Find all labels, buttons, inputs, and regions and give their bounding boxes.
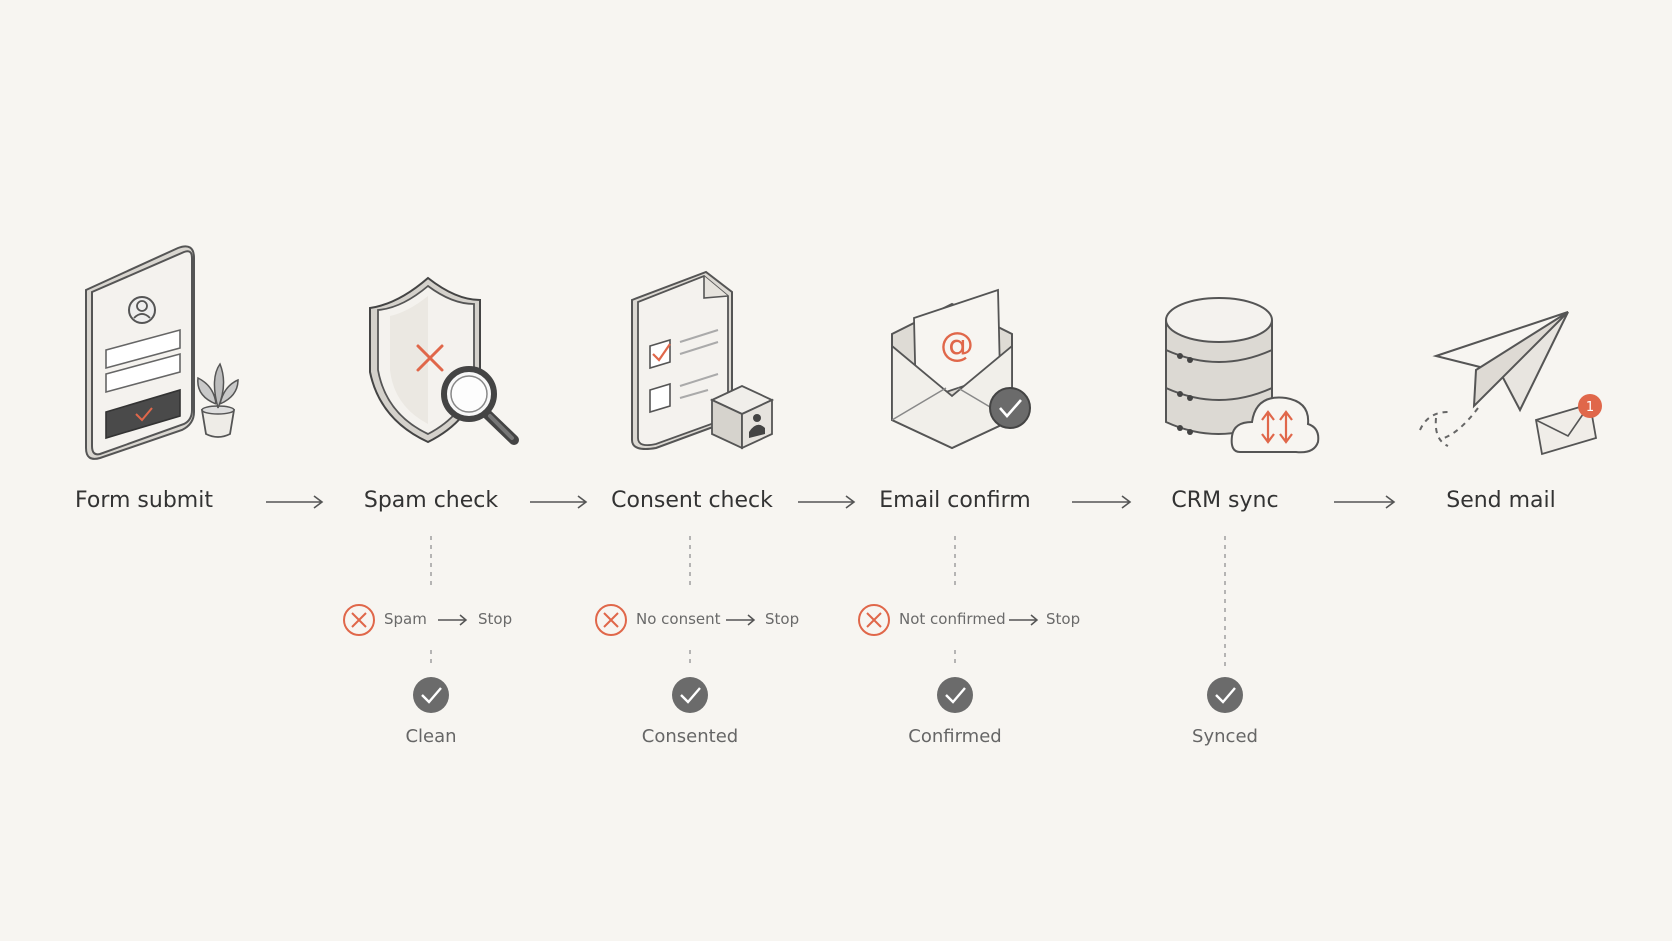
spam-branch: [343, 604, 468, 636]
svg-text:@: @: [940, 325, 974, 365]
stop-label-spam: Stop: [478, 610, 513, 628]
step-label-consent-check: Consent check: [611, 488, 773, 513]
envelope-at-icon: @: [891, 288, 1031, 450]
flow-arrows: [266, 495, 1396, 509]
stop-arrow: [1009, 614, 1039, 626]
fail-label-consent: No consent: [636, 610, 721, 628]
check-circle-icon: [413, 677, 449, 713]
step-label-email-confirm: Email confirm: [879, 488, 1031, 513]
step-label-spam-check: Spam check: [363, 488, 499, 513]
check-circle-icon: [937, 677, 973, 713]
branch-connectors: [430, 536, 1226, 666]
step-label-send-mail: Send mail: [1446, 488, 1556, 513]
shield-magnifier-icon: [369, 276, 519, 445]
stop-arrow: [438, 614, 468, 626]
paper-plane-icon: 1: [1419, 311, 1602, 456]
ok-label-synced: Synced: [1192, 726, 1258, 747]
arrow-form-to-spam: [266, 495, 324, 509]
database-cloud-icon: [1165, 297, 1320, 454]
check-circle-icon: [672, 677, 708, 713]
x-circle-icon: [595, 604, 627, 636]
stop-label-email: Stop: [1046, 610, 1081, 628]
notification-badge: [1578, 394, 1602, 418]
arrow-email-to-crm: [1072, 495, 1132, 509]
ok-label-confirmed: Confirmed: [908, 726, 1002, 747]
ok-label-clean: Clean: [405, 726, 457, 747]
ok-label-consented: Consented: [641, 726, 739, 747]
consent-branch: [595, 604, 756, 636]
step-label-crm-sync: CRM sync: [1171, 488, 1279, 513]
fail-label-email: Not confirmed: [899, 610, 1006, 628]
arrow-crm-to-send: [1334, 495, 1396, 509]
x-circle-icon: [343, 604, 375, 636]
arrow-consent-to-email: [798, 495, 856, 509]
check-circle-icon: [1207, 677, 1243, 713]
fail-label-spam: Spam: [384, 610, 427, 628]
notification-count: 1: [1586, 400, 1594, 415]
step-label-form-submit: Form submit: [75, 488, 213, 513]
check-circles: [413, 677, 1243, 713]
form-phone-icon: [85, 245, 239, 460]
stop-label-consent: Stop: [765, 610, 800, 628]
checklist-document-icon: [631, 270, 775, 450]
arrow-spam-to-consent: [530, 495, 588, 509]
email-branch: [858, 604, 1039, 636]
stop-arrow: [726, 614, 756, 626]
x-circle-icon: [858, 604, 890, 636]
